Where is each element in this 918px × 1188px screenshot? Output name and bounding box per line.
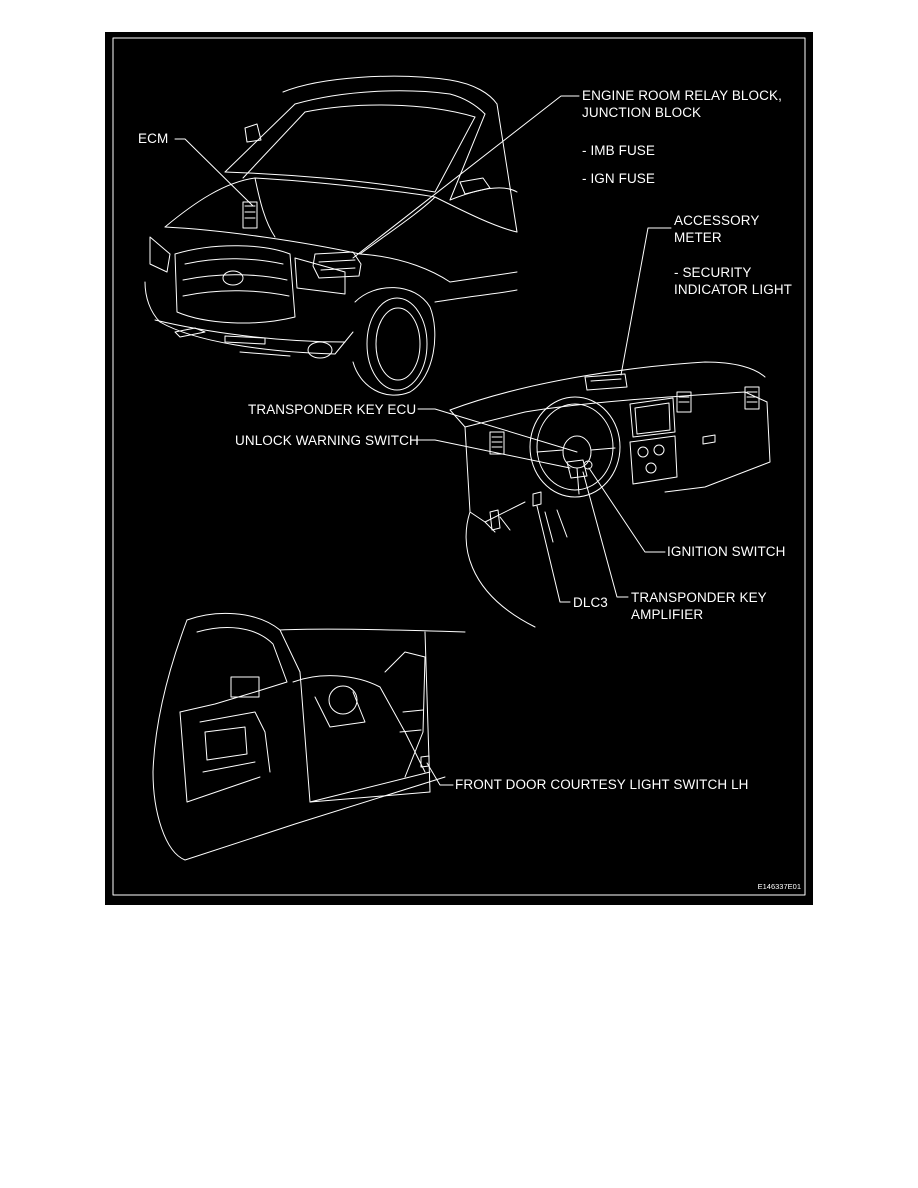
truck-illustration	[144, 75, 518, 396]
label-engine-room-relay-block: ENGINE ROOM RELAY BLOCK, JUNCTION BLOCK	[582, 88, 782, 120]
figure-code: E146337E01	[757, 882, 801, 891]
line-art	[112, 37, 806, 896]
dashboard-illustration	[449, 361, 771, 628]
door-illustration	[152, 613, 466, 861]
label-security-indicator-light: - SECURITY INDICATOR LIGHT	[674, 265, 793, 297]
label-front-door-courtesy-light-switch: FRONT DOOR COURTESY LIGHT SWITCH LH	[455, 777, 749, 792]
leader-lines	[174, 95, 672, 786]
label-accessory-meter: ACCESSORY METER	[674, 213, 760, 245]
component-location-diagram: ECM ENGINE ROOM RELAY BLOCK, JUNCTION BL…	[105, 32, 813, 905]
label-ign-fuse: - IGN FUSE	[582, 171, 656, 186]
label-imb-fuse: - IMB FUSE	[582, 143, 656, 158]
figure-frame	[112, 37, 806, 896]
label-ignition-switch: IGNITION SWITCH	[667, 544, 786, 559]
label-unlock-warning-switch: UNLOCK WARNING SWITCH	[235, 433, 419, 448]
dlc3-component	[532, 491, 542, 507]
relay-block-component	[312, 251, 362, 279]
accessory-meter-component	[584, 373, 628, 391]
ecm-component	[242, 201, 258, 229]
label-transponder-key-amplifier: TRANSPONDER KEY AMPLIFIER	[631, 590, 767, 622]
label-ecm: ECM	[138, 131, 169, 146]
label-dlc3: DLC3	[573, 595, 608, 610]
label-transponder-key-ecu: TRANSPONDER KEY ECU	[248, 402, 417, 417]
